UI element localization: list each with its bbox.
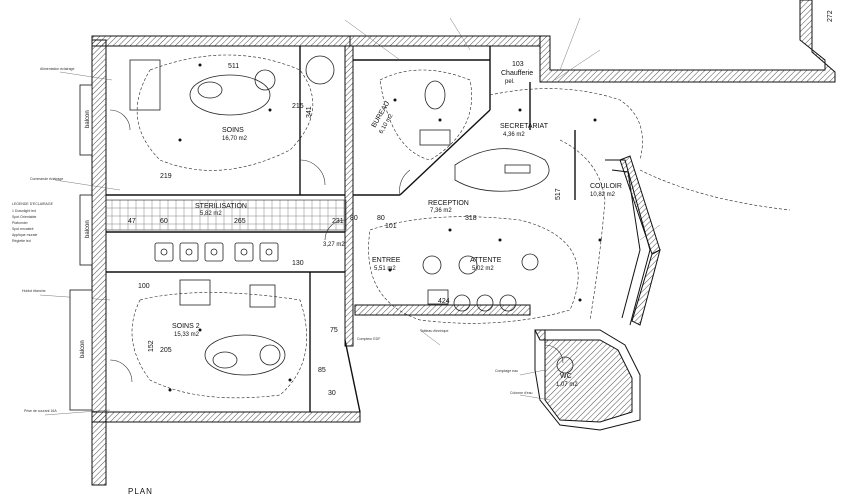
room-area: 1,07 m2	[556, 382, 578, 388]
sterilisation-tile-band	[105, 199, 347, 231]
callout-text: Prise de courant 16A	[24, 409, 57, 413]
dim-label: 60	[160, 218, 168, 225]
room-name: SOINS	[222, 127, 244, 134]
dim-label: 272	[827, 10, 834, 22]
callout-text: Commande éclairage	[30, 177, 63, 181]
room-area: 5,02 m2	[472, 266, 494, 272]
dim-label: 85	[318, 367, 326, 374]
legend-item: Spot encastré	[12, 227, 34, 231]
callouts: Alimentation éclairage Commande éclairag…	[22, 67, 533, 413]
dim-label: 511	[228, 63, 239, 70]
room-name: WC	[560, 373, 572, 380]
room-area: 15,33 m2	[174, 332, 200, 338]
dim-label: 101	[385, 223, 397, 230]
room-area: 5,51 m2	[374, 266, 396, 272]
callout-text: Tableau électrique	[420, 329, 448, 333]
dim-label: 265	[234, 218, 246, 225]
dim-label: 219	[160, 173, 172, 180]
callout-leaders	[39, 17, 661, 416]
dim-label: 80	[377, 215, 385, 222]
room-area: 4,36 m2	[503, 132, 525, 138]
legend-item: Plafonnier	[12, 221, 29, 225]
balcon-label: balcon	[80, 340, 86, 358]
balcon-label: balcon	[85, 110, 91, 128]
room-name: ENTREE	[372, 257, 401, 264]
dim-label: 205	[160, 347, 172, 354]
callout-text: Colonne d'eau	[510, 391, 533, 395]
door-swings	[109, 109, 564, 383]
legend-title: LEGENDE D'ECLAIRAGE	[12, 202, 54, 206]
legend-item: Réglette led	[12, 239, 31, 243]
callout-text: Alimentation éclairage	[40, 67, 74, 71]
dim-label: 80	[350, 215, 358, 222]
dim-label: 341	[306, 106, 313, 118]
interior-partitions	[106, 46, 576, 413]
dim-label: 75	[330, 327, 338, 334]
room-name: COULOIR	[590, 183, 622, 190]
callout-text: Compteur EDF	[357, 337, 380, 341]
balcon-label: balcon	[85, 220, 91, 238]
callout-text: Comptage eau	[495, 369, 518, 373]
room-area: 5,82 m2	[200, 211, 222, 217]
dim-label: 47	[128, 218, 136, 225]
exterior-walls	[91, 0, 836, 486]
room-area: 10,82 m2	[590, 192, 616, 198]
dim-label: 424	[438, 298, 450, 305]
lighting-legend: LEGENDE D'ECLAIRAGE 1 Downlight led Spot…	[12, 202, 54, 243]
legend-item: Spot Orientable	[12, 215, 36, 219]
dim-label: 130	[292, 260, 304, 267]
dim-label: 517	[555, 188, 562, 200]
sink-row	[154, 242, 279, 262]
room-area: 3,27 m2	[323, 242, 345, 248]
dim-label: 152	[148, 340, 155, 352]
room-area: 16,70 m2	[222, 136, 248, 142]
room-name: Chaufferie	[501, 70, 533, 77]
callout-text: Hublot étanche	[22, 289, 46, 293]
room-name: STERILISATION	[195, 203, 247, 210]
dimensions: 511 215 341 219 47 60 265 231 80 80 318 …	[128, 10, 834, 397]
dim-label: 30	[328, 390, 336, 397]
room-name: ATTENTE	[470, 257, 502, 264]
legend-item: Applique murale	[12, 233, 37, 237]
dim-label: 318	[465, 215, 477, 222]
dim-label: 215	[292, 103, 304, 110]
room-area: 7,36 m2	[430, 208, 452, 214]
dim-label: 100	[138, 283, 150, 290]
dental-chair-top	[129, 55, 335, 116]
corridor-walls	[605, 159, 651, 326]
side-labels: balcon balcon balcon	[69, 84, 93, 411]
lighting-circuits	[131, 54, 791, 399]
dim-label: 231	[332, 218, 344, 225]
room-name: SOINS 2	[172, 323, 200, 330]
reception-furniture	[419, 80, 574, 374]
room-area: pel.	[505, 79, 515, 85]
dim-label: 103	[512, 61, 524, 68]
plan-title: PLAN	[128, 487, 153, 496]
legend-item: 1 Downlight led	[12, 209, 36, 213]
light-fixtures	[168, 63, 602, 392]
dental-chair-bottom	[179, 279, 286, 376]
room-name: SECRETARIAT	[500, 123, 549, 130]
room-name: RECEPTION	[428, 200, 469, 207]
